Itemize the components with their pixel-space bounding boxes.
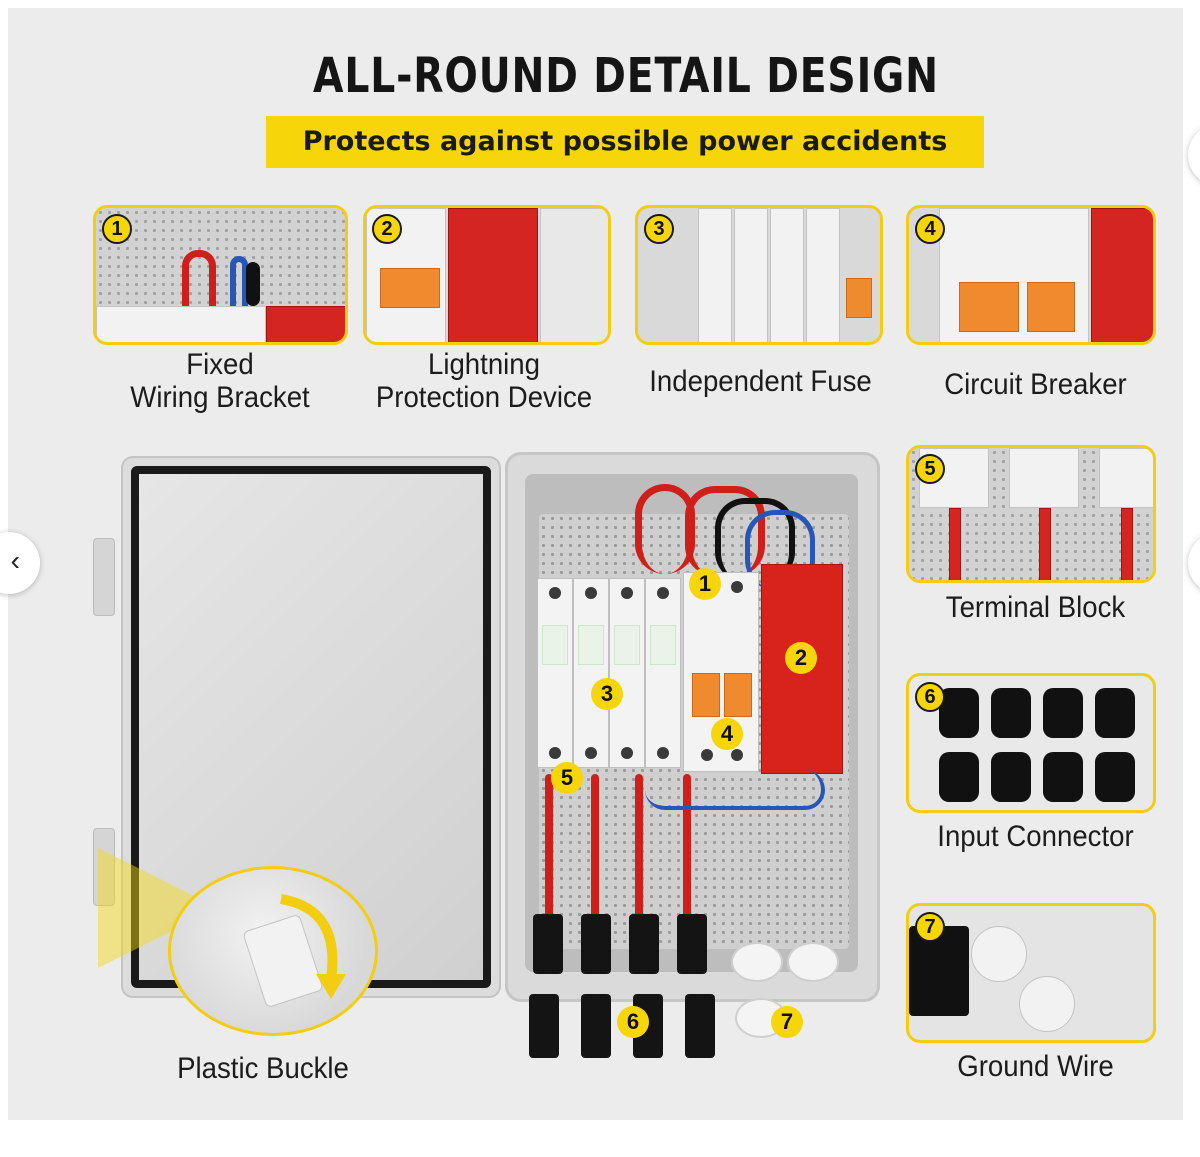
badge-7: 7 (915, 912, 945, 942)
mc4-connector (581, 994, 611, 1058)
spd-part (266, 306, 345, 342)
cable-gland (787, 942, 839, 982)
rotate-arrow-icon (280, 894, 346, 999)
badge-6: 6 (617, 1006, 649, 1038)
badge-2: 2 (785, 642, 817, 674)
enclosure-lid (121, 456, 501, 998)
red-wire (1121, 508, 1133, 580)
red-wire (591, 774, 599, 924)
badge-3: 3 (644, 214, 674, 244)
breaker-handle (692, 673, 720, 717)
mc4-connector (939, 752, 979, 802)
feature-thumb-3: 3 (635, 205, 883, 345)
mc4-connector (1095, 752, 1135, 802)
next-image-button[interactable] (1188, 532, 1200, 594)
mc4-connector (1043, 688, 1083, 738)
badge-1: 1 (689, 568, 721, 600)
blue-wire (745, 510, 815, 590)
feature-caption-1: Fixed Wiring Bracket (130, 348, 310, 414)
chevron-left-icon: ‹ (10, 545, 20, 576)
mc4-connector (991, 752, 1031, 802)
lid-hinge (93, 828, 115, 906)
mc4-connector (1095, 688, 1135, 738)
badge-7: 7 (771, 1006, 803, 1038)
side-control-button[interactable] (1188, 124, 1200, 186)
feature-caption-3: Independent Fuse (649, 365, 872, 398)
spd-module (448, 208, 538, 342)
red-wire (545, 774, 553, 924)
red-wire (182, 250, 216, 306)
spd-switch (380, 268, 440, 308)
mc4-connector (1043, 752, 1083, 802)
feature-thumb-5: 5 (906, 445, 1156, 583)
buckle-caption: Plastic Buckle (177, 1052, 349, 1085)
fuse-holder (537, 578, 573, 768)
bracket-bar (96, 306, 266, 342)
feature-caption-4: Circuit Breaker (944, 368, 1127, 401)
blue-wire (645, 770, 825, 810)
badge-6: 6 (915, 682, 945, 712)
red-wire (683, 774, 691, 924)
cable-gland (731, 942, 783, 982)
cable-gland (971, 926, 1027, 982)
subtitle-banner: Protects against possible power accident… (266, 116, 984, 168)
feature-thumb-6: 6 (906, 673, 1156, 813)
mc4-connector (677, 914, 707, 974)
cable-gland (1019, 976, 1075, 1032)
breaker-handle (959, 282, 1019, 332)
mc4-connector (533, 914, 563, 974)
breaker-handle (1027, 282, 1075, 332)
mc4-connector (529, 994, 559, 1058)
enclosure-box: 1 2 3 4 5 6 7 (505, 452, 880, 1058)
black-wire (246, 262, 260, 306)
mc4-connector (939, 688, 979, 738)
mc4-connector (629, 914, 659, 974)
red-wire (635, 774, 643, 924)
red-wire (1039, 508, 1051, 580)
black-wire (715, 498, 795, 582)
page-title: ALL-ROUND DETAIL DESIGN (313, 48, 939, 104)
feature-caption-2: Lightning Protection Device (375, 348, 593, 414)
red-wire (949, 508, 961, 580)
fuse-holder (609, 578, 645, 768)
badge-4: 4 (915, 214, 945, 244)
feature-thumb-1: 1 (93, 205, 348, 345)
feature-thumb-4: 4 (906, 205, 1156, 345)
breaker-handle (724, 673, 752, 717)
badge-5: 5 (915, 454, 945, 484)
feature-caption-5: Terminal Block (945, 591, 1126, 624)
feature-thumb-7: 7 (906, 903, 1156, 1043)
badge-5: 5 (551, 762, 583, 794)
product-image-panel: ALL-ROUND DETAIL DESIGN Protects against… (8, 8, 1183, 1120)
mc4-connector (991, 688, 1031, 738)
mc4-connector (685, 994, 715, 1058)
feature-caption-6: Input Connector (937, 820, 1134, 853)
lid-hinge (93, 538, 115, 616)
fuse-holder (645, 578, 681, 768)
badge-4: 4 (711, 718, 743, 750)
mc4-connector (581, 914, 611, 974)
badge-2: 2 (372, 214, 402, 244)
buckle-zoom-view (168, 866, 378, 1036)
badge-3: 3 (591, 678, 623, 710)
feature-caption-7: Ground Wire (957, 1050, 1114, 1083)
blue-wire (230, 256, 248, 306)
fuse-holder (573, 578, 609, 768)
badge-1: 1 (102, 214, 132, 244)
feature-thumb-2: 2 (363, 205, 611, 345)
